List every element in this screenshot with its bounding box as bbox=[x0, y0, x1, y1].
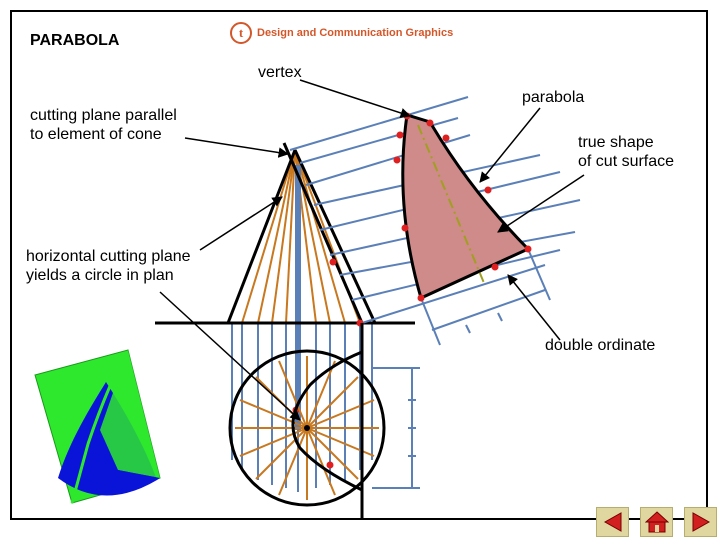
home-icon bbox=[644, 511, 669, 533]
true-shape-leader bbox=[497, 174, 585, 233]
back-button[interactable] bbox=[596, 507, 629, 537]
vertex-label: vertex bbox=[258, 64, 302, 81]
cone-illustration bbox=[34, 349, 161, 504]
horizontal-plane-leader bbox=[199, 196, 283, 251]
projection-lines bbox=[231, 180, 373, 492]
leader-lines bbox=[159, 79, 585, 421]
parabola-label: parabola bbox=[522, 89, 585, 106]
cutting-plane-label: cutting plane parallel to element of con… bbox=[30, 107, 177, 143]
cutting-plane-line bbox=[282, 142, 364, 324]
parabola-leader bbox=[479, 107, 541, 183]
plan-view bbox=[228, 323, 386, 518]
double-ordinate-leader bbox=[507, 274, 561, 341]
true-shape-label: true shape of cut surface bbox=[578, 134, 675, 170]
brand: t Design and Communication Graphics bbox=[230, 22, 453, 44]
arrow-right-icon bbox=[692, 512, 710, 532]
brand-text: Design and Communication Graphics bbox=[257, 27, 454, 39]
page-title: PARABOLA bbox=[30, 32, 120, 49]
true-shape bbox=[401, 113, 531, 301]
vertex-leader bbox=[299, 79, 411, 119]
cone-elevation bbox=[155, 149, 415, 325]
arrow-left-icon bbox=[603, 512, 621, 532]
forward-button[interactable] bbox=[684, 507, 717, 537]
brand-logo-icon: t bbox=[230, 22, 252, 44]
home-button[interactable] bbox=[640, 507, 673, 537]
cutting-plane-leader bbox=[184, 137, 290, 158]
horizontal-circle-leader bbox=[159, 291, 301, 421]
double-ordinate-label: double ordinate bbox=[545, 337, 656, 354]
horizontal-plane-label: horizontal cutting plane yields a circle… bbox=[26, 248, 191, 284]
plan-dimension bbox=[372, 367, 420, 489]
